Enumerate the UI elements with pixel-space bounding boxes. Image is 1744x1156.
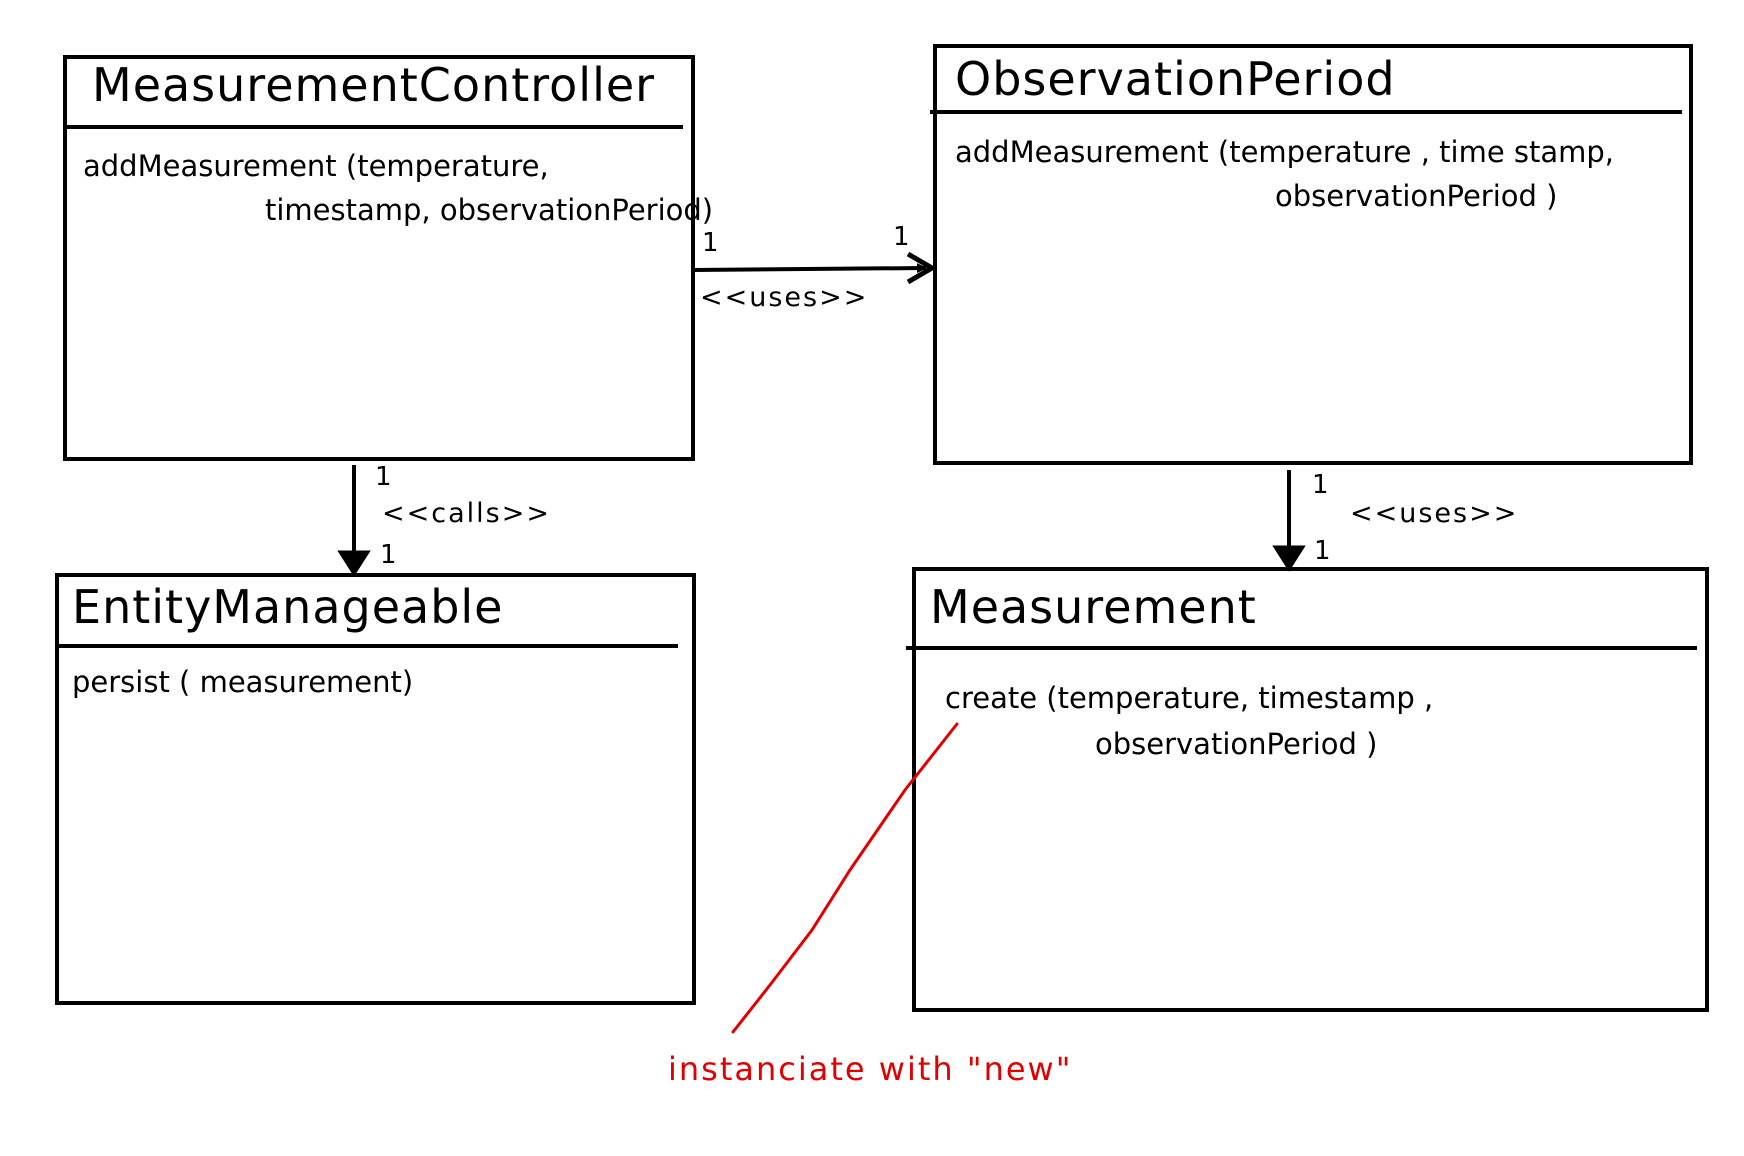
class-box-observation-period[interactable] <box>933 44 1693 465</box>
multiplicity-controller-entity-source: 1 <box>375 462 392 492</box>
multiplicity-controller-entity-target: 1 <box>380 540 397 570</box>
stereotype-controller-entity: <<calls>> <box>382 498 551 529</box>
arrowhead-controller-to-entity <box>337 550 371 577</box>
arrowhead-controller-to-period <box>906 251 937 285</box>
multiplicity-period-measurement-source: 1 <box>1312 470 1329 500</box>
method-controller-line1: addMeasurement (temperature, <box>83 149 549 183</box>
class-name-entity-manageable: EntityManageable <box>72 580 504 634</box>
stereotype-controller-period: <<uses>> <box>700 282 869 313</box>
method-measurement-line2: observationPeriod ) <box>1095 727 1378 761</box>
arrow-controller-to-period[interactable] <box>692 263 927 274</box>
class-name-measurement: Measurement <box>930 580 1257 634</box>
arrowhead-period-to-measurement <box>1272 545 1306 572</box>
multiplicity-period-measurement-target: 1 <box>1314 536 1331 566</box>
method-period-line1: addMeasurement (temperature , time stamp… <box>955 135 1615 169</box>
class-box-entity-manageable[interactable] <box>55 573 696 1005</box>
multiplicity-controller-period-source: 1 <box>702 228 719 258</box>
annotation-pointer-line <box>731 722 959 1034</box>
class-box-measurement[interactable] <box>912 567 1709 1012</box>
method-period-line2: observationPeriod ) <box>1275 179 1558 213</box>
method-controller-line2: timestamp, observationPeriod) <box>265 193 714 227</box>
class-name-observation-period: ObservationPeriod <box>955 52 1396 106</box>
annotation-note: instanciate with "new" <box>668 1050 1073 1088</box>
method-entity-line1: persist ( measurement) <box>72 665 414 699</box>
class-box-measurement-controller[interactable] <box>63 55 695 461</box>
multiplicity-controller-period-target: 1 <box>893 222 910 252</box>
class-name-measurement-controller: MeasurementController <box>92 58 656 112</box>
method-measurement-line1: create (temperature, timestamp , <box>945 681 1434 715</box>
stereotype-period-measurement: <<uses>> <box>1350 498 1519 529</box>
